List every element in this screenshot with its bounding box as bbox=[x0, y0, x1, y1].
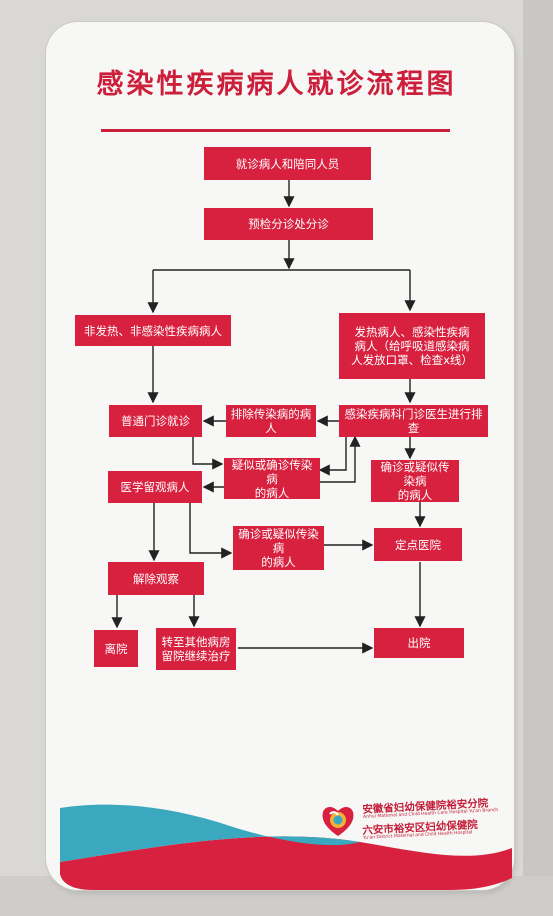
step-transfer-ward: 转至其他病房 留院继续治疗 bbox=[156, 628, 236, 670]
page-title: 感染性疾病病人就诊流程图 bbox=[96, 69, 457, 100]
title-underline bbox=[101, 129, 450, 132]
step-general-outpatient: 普通门诊就诊 bbox=[109, 405, 202, 437]
step-leave-hospital: 离院 bbox=[94, 630, 138, 667]
step-suspected-infectious-right: 确诊或疑似传染病 的病人 bbox=[371, 460, 459, 502]
step-non-fever-patient: 非发热、非感染性疾病病人 bbox=[75, 315, 231, 346]
step-infection-clinic-screening: 感染疾病科门诊医生进行排查 bbox=[339, 405, 488, 437]
step-excluded-infectious: 排除传染病的病人 bbox=[226, 405, 316, 437]
wall-background bbox=[523, 0, 553, 916]
step-fever-patient: 发热病人、感染性疾病 病人（给呼吸道感染病 人发放口罩、检查x线） bbox=[339, 313, 485, 379]
step-release-observation: 解除观察 bbox=[108, 562, 204, 595]
step-medical-observation: 医学留观病人 bbox=[108, 471, 202, 503]
step-designated-hospital: 定点医院 bbox=[374, 528, 462, 561]
step-suspected-infectious-lower: 确诊或疑似传染病 的病人 bbox=[233, 526, 324, 570]
step-patient-and-companions: 就诊病人和陪同人员 bbox=[204, 147, 371, 180]
step-discharge: 出院 bbox=[374, 628, 464, 658]
step-suspected-infectious-left: 疑似或确诊传染病 的病人 bbox=[224, 458, 320, 500]
hospital-logo bbox=[322, 806, 354, 836]
step-triage: 预检分诊处分诊 bbox=[204, 208, 373, 240]
